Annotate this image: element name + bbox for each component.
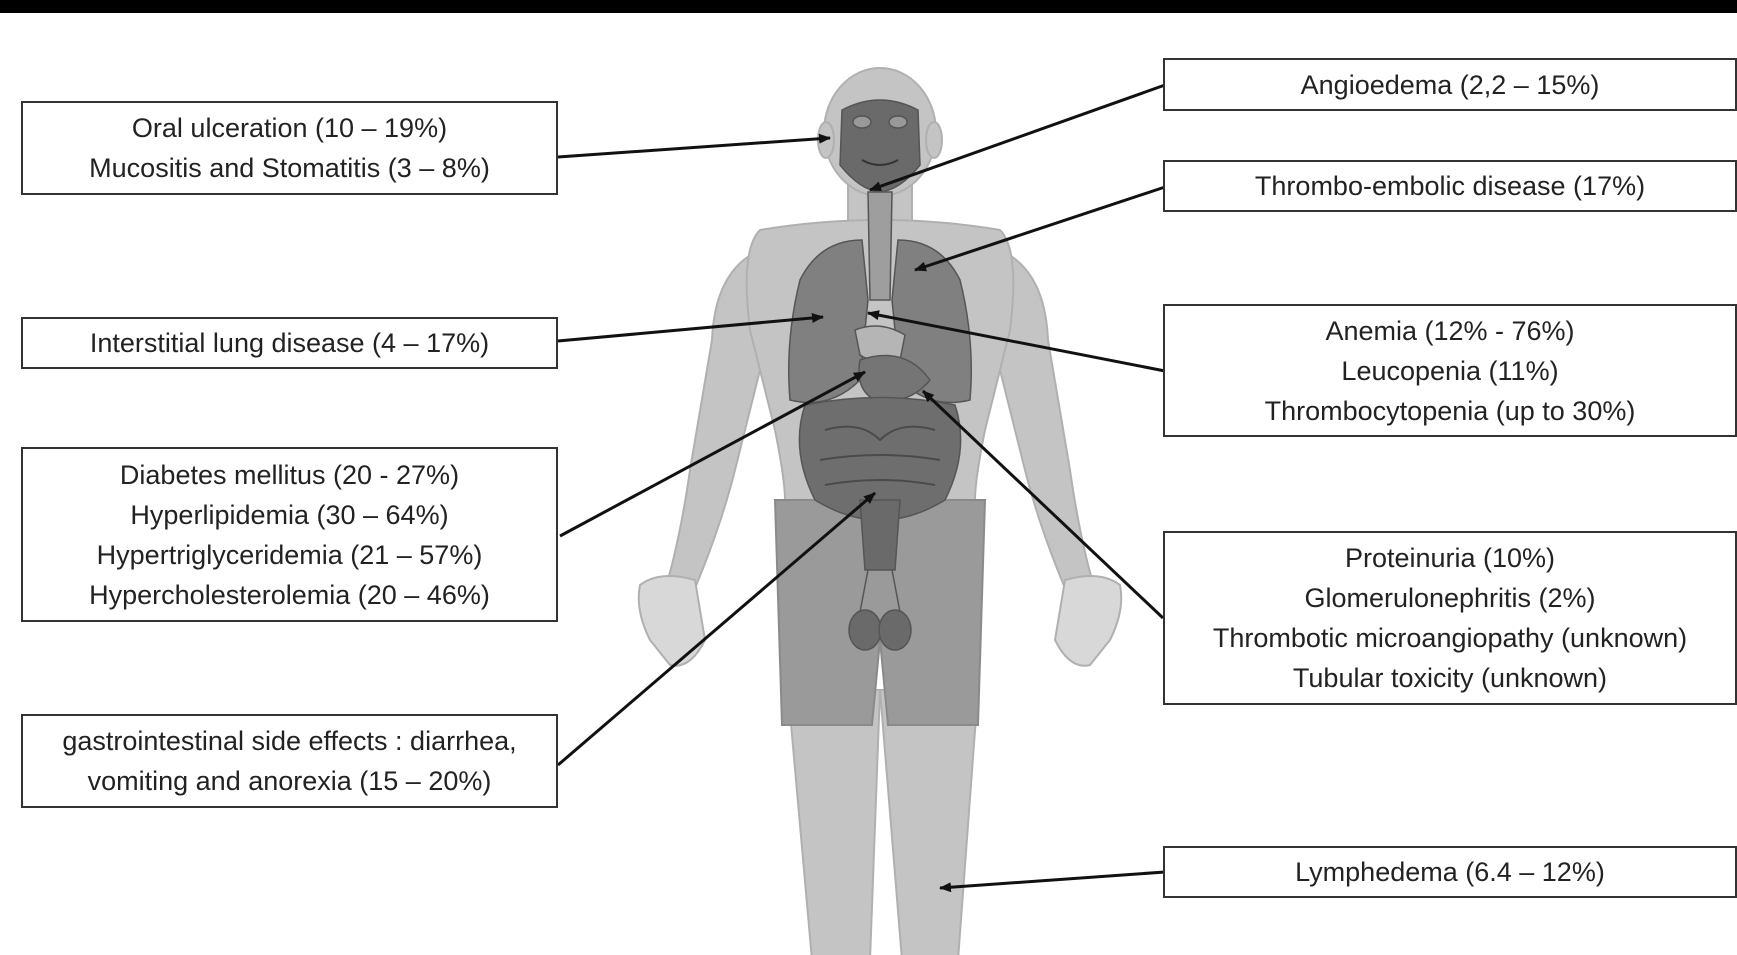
label-line: Hyperlipidemia (30 – 64%)	[130, 495, 448, 535]
label-line: gastrointestinal side effects : diarrhea…	[62, 721, 516, 761]
label-box-renal: Proteinuria (10%) Glomerulonephritis (2%…	[1163, 531, 1737, 705]
label-line: Interstitial lung disease (4 – 17%)	[90, 323, 489, 363]
label-box-lung: Interstitial lung disease (4 – 17%)	[21, 317, 558, 369]
label-line: Leucopenia (11%)	[1341, 351, 1558, 391]
label-box-thrombo: Thrombo-embolic disease (17%)	[1163, 160, 1737, 212]
label-line: Thrombotic microangiopathy (unknown)	[1213, 618, 1687, 658]
label-box-blood: Anemia (12% - 76%) Leucopenia (11%) Thro…	[1163, 304, 1737, 437]
arrow-lymph	[940, 872, 1165, 888]
label-box-gi: gastrointestinal side effects : diarrhea…	[21, 714, 558, 808]
label-box-oral: Oral ulceration (10 – 19%) Mucositis and…	[21, 101, 558, 195]
label-line: Mucositis and Stomatitis (3 – 8%)	[89, 148, 490, 188]
label-box-lymph: Lymphedema (6.4 – 12%)	[1163, 846, 1737, 898]
label-box-angioedema: Angioedema (2,2 – 15%)	[1163, 58, 1737, 111]
label-line: Thrombo-embolic disease (17%)	[1255, 166, 1645, 206]
label-line: Glomerulonephritis (2%)	[1304, 578, 1595, 618]
label-line: Oral ulceration (10 – 19%)	[132, 108, 447, 148]
label-line: Proteinuria (10%)	[1345, 538, 1555, 578]
face	[840, 100, 920, 192]
label-line: Diabetes mellitus (20 - 27%)	[120, 455, 459, 495]
label-line: vomiting and anorexia (15 – 20%)	[88, 761, 492, 801]
label-line: Hypertriglyceridemia (21 – 57%)	[97, 535, 483, 575]
label-line: Hypercholesterolemia (20 – 46%)	[89, 575, 490, 615]
label-line: Anemia (12% - 76%)	[1325, 311, 1574, 351]
label-line: Angioedema (2,2 – 15%)	[1301, 65, 1600, 105]
arrow-oral	[558, 138, 830, 157]
label-box-metabolic: Diabetes mellitus (20 - 27%) Hyperlipide…	[21, 447, 558, 622]
label-line: Thrombocytopenia (up to 30%)	[1265, 391, 1636, 431]
label-line: Lymphedema (6.4 – 12%)	[1295, 852, 1605, 892]
label-line: Tubular toxicity (unknown)	[1293, 658, 1607, 698]
